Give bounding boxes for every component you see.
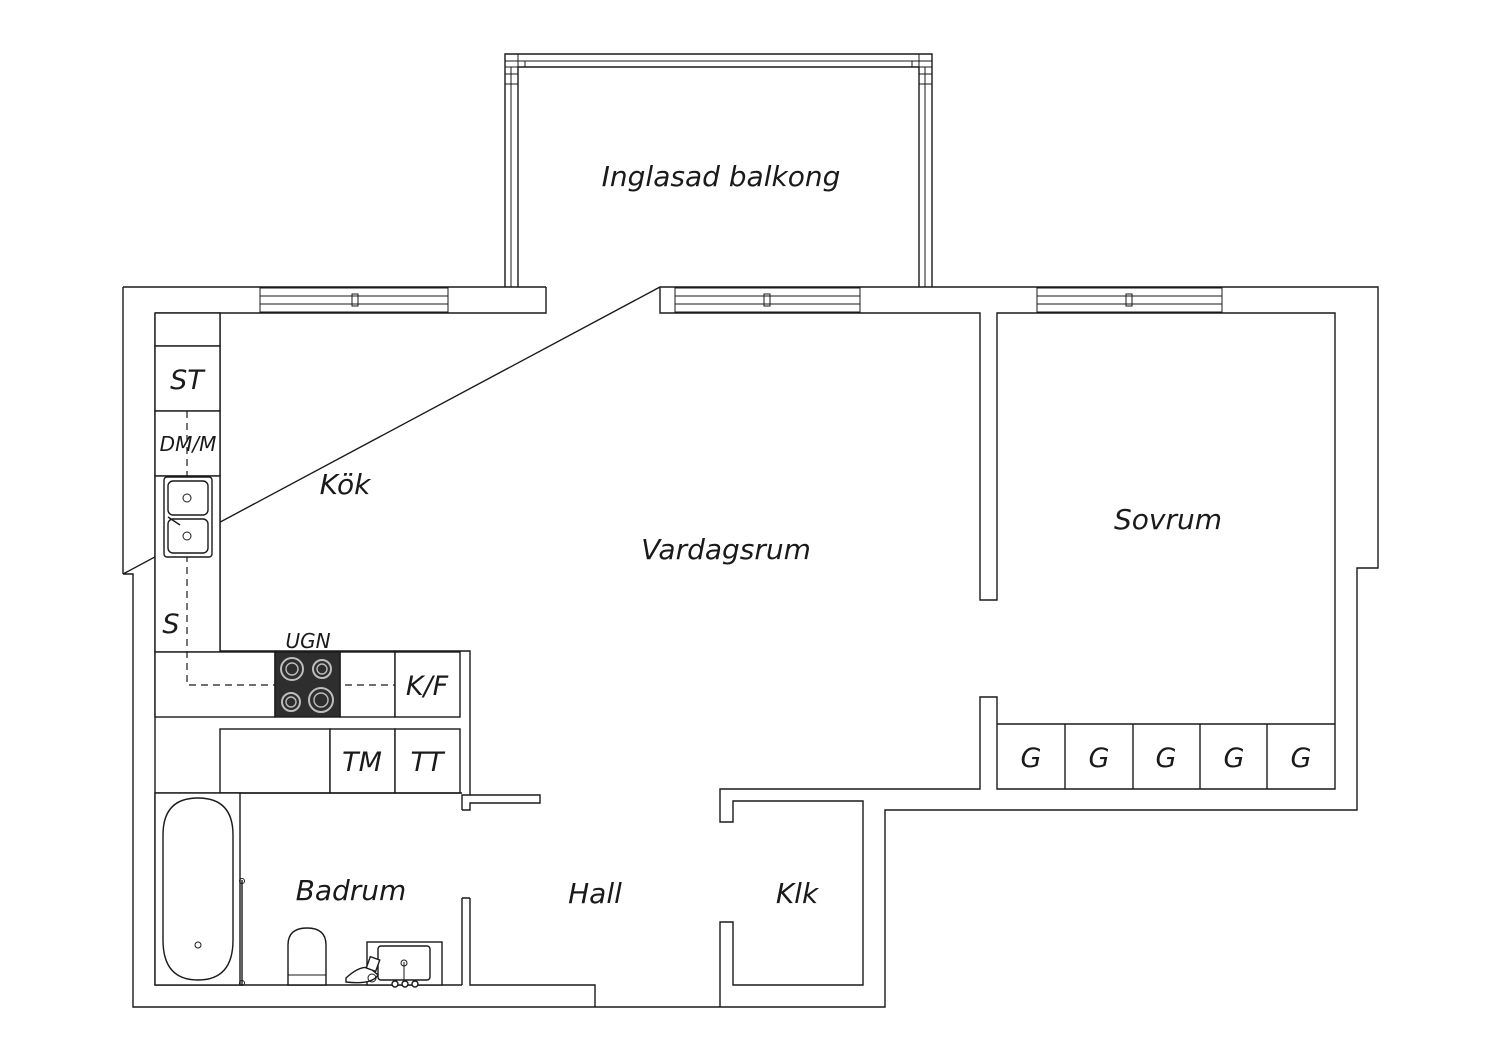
laundry-cabinets xyxy=(219,728,461,794)
room-label-balcony: Inglasad balkong xyxy=(602,160,841,193)
label-wardrobe: G xyxy=(1089,743,1110,774)
room-label-kitchen: Kök xyxy=(320,468,372,501)
fridge-kf xyxy=(394,651,461,718)
label-wardrobe: G xyxy=(1156,743,1177,774)
label-ugn: UGN xyxy=(285,629,330,653)
stove-icon xyxy=(274,651,341,718)
toilet-icon xyxy=(287,927,327,986)
label-dm-m: DM/M xyxy=(160,432,217,456)
sink-icon xyxy=(163,476,213,558)
label-kf: K/F xyxy=(406,671,449,702)
label-tm: TM xyxy=(342,747,382,778)
room-label-bathroom: Badrum xyxy=(296,874,407,907)
room-label-living: Vardagsrum xyxy=(641,533,811,566)
label-wardrobe: G xyxy=(1021,743,1042,774)
room-label-hall: Hall xyxy=(568,877,622,910)
room-label-closet: Klk xyxy=(776,877,820,910)
windows xyxy=(259,287,1223,313)
bathroom-fixtures xyxy=(154,792,462,988)
label-tt: TT xyxy=(411,747,446,778)
bathtub-icon xyxy=(162,797,234,981)
room-label-bedroom: Sovrum xyxy=(1114,503,1222,536)
label-wardrobe: G xyxy=(1224,743,1245,774)
dryer-tt xyxy=(394,728,461,794)
wardrobes xyxy=(997,723,1335,789)
label-wardrobe: G xyxy=(1291,743,1312,774)
balcony xyxy=(504,53,933,287)
label-s: S xyxy=(162,609,179,640)
label-st: ST xyxy=(170,365,206,396)
washbasin-icon xyxy=(345,941,443,988)
freezer-st xyxy=(154,345,221,412)
